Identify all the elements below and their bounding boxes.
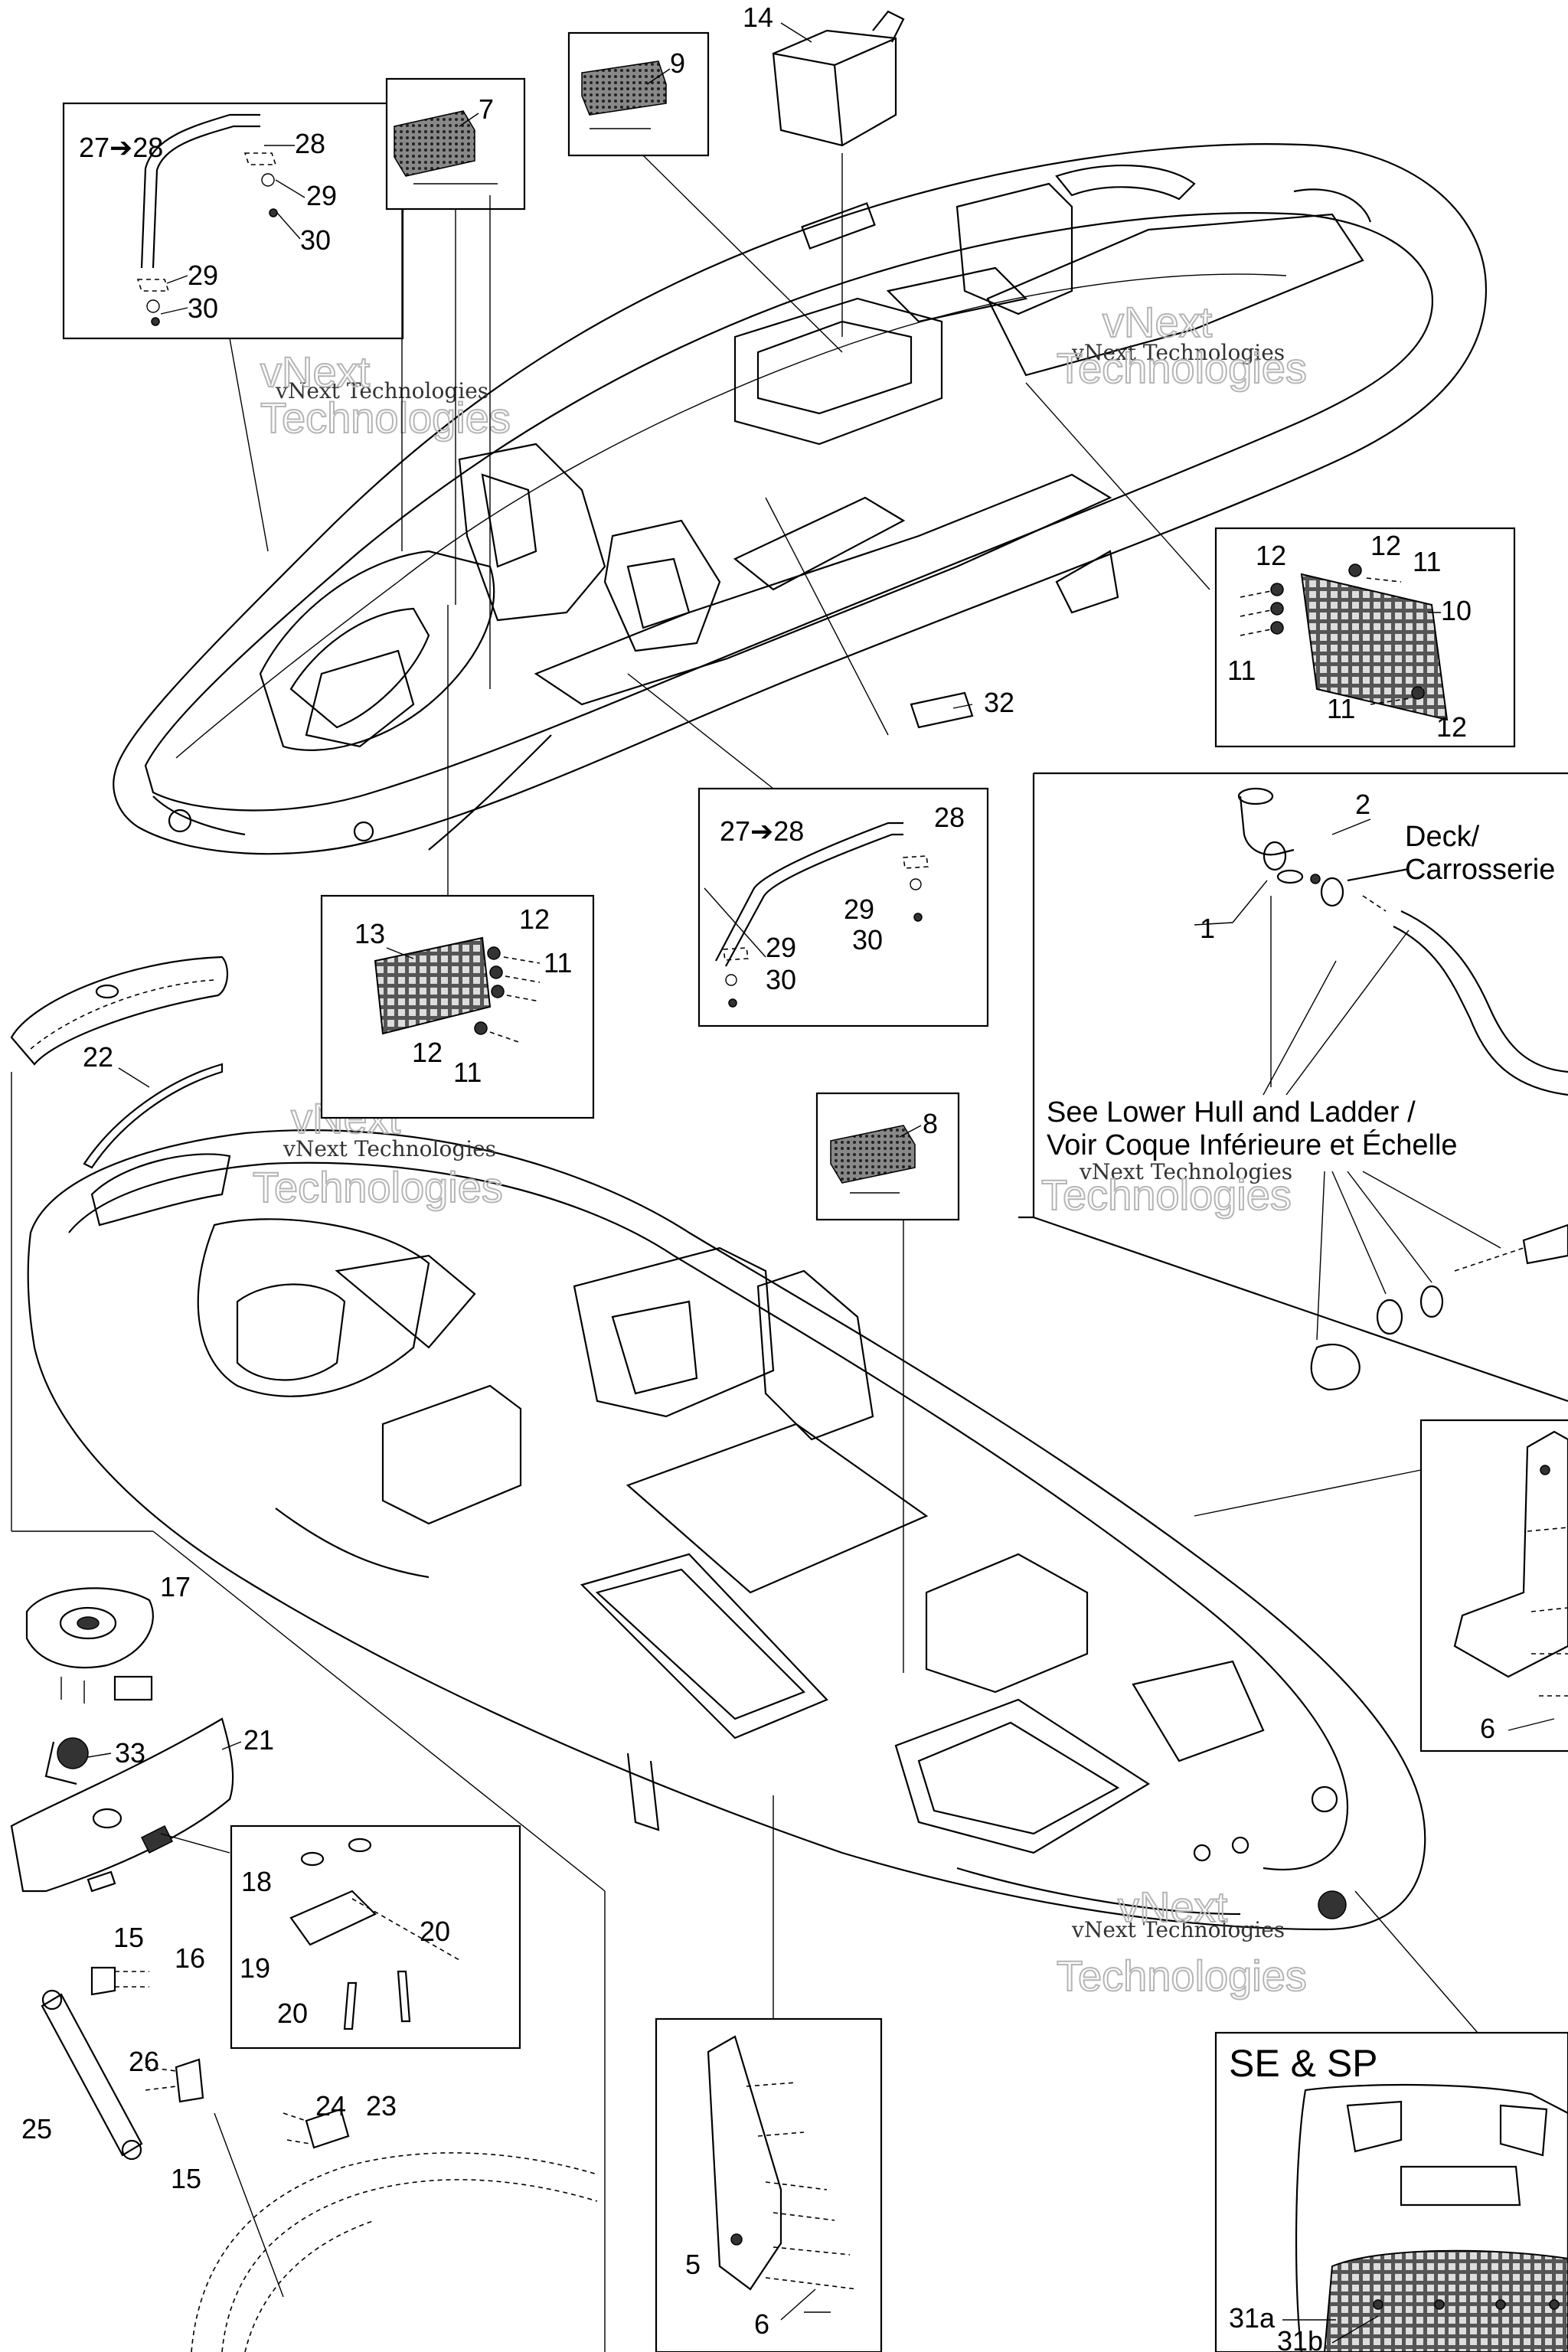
callout-24: 24: [315, 2090, 346, 2122]
deck-label-en: Deck/: [1405, 821, 1480, 853]
callout-11: 11: [1327, 693, 1355, 724]
callout-18: 18: [241, 1866, 272, 1897]
callout-15: 15: [113, 1922, 144, 1953]
callout-30: 30: [188, 292, 218, 324]
callout-30: 30: [300, 224, 331, 256]
fasteners: [1240, 564, 1425, 705]
callout-31a: 31a: [1229, 2302, 1276, 2334]
svg-text:Technologies: Technologies: [1057, 1952, 1307, 2000]
callout-29: 29: [188, 260, 218, 291]
part-22-label: 22: [83, 1041, 150, 1088]
callout-31b: 31b: [1277, 2325, 1323, 2352]
callout-29: 29: [306, 180, 337, 211]
svg-text:vNext Technologies: vNext Technologies: [1079, 1159, 1292, 1184]
inset-mesh-panel-13: 13 12 11 12 11: [320, 894, 595, 1119]
svg-text:vNext Technologies: vNext Technologies: [275, 378, 488, 403]
callout-29: 29: [844, 893, 874, 925]
callout-27-28: 27➔28: [79, 132, 163, 163]
upper-deck-drawing: [113, 143, 1488, 855]
svg-text:vNext Technologies: vNext Technologies: [1071, 340, 1285, 365]
callout-12: 12: [519, 903, 550, 935]
svg-text:vNext Technologies: vNext Technologies: [283, 1136, 496, 1161]
inset-part-9: 9: [567, 31, 710, 157]
drain-hose-assembly: 1 2 Deck/ Carrosserie See Lower Hull and…: [1018, 772, 1568, 1403]
speaker-part-17: 17 33: [25, 1571, 191, 1785]
callout-10: 10: [1441, 595, 1472, 626]
inset-part-7: 7: [385, 77, 526, 211]
callout-11: 11: [1413, 546, 1441, 577]
callout-9: 9: [670, 47, 685, 79]
callout-23: 23: [366, 2090, 397, 2122]
callout-11: 11: [1227, 655, 1256, 686]
inset-bracket-6-right: 6: [1419, 1419, 1568, 1753]
svg-text:Technologies: Technologies: [260, 394, 511, 442]
part-32: 32: [952, 687, 1014, 718]
hatch-part-21: 21: [10, 1717, 274, 1893]
callout-8: 8: [923, 1108, 938, 1139]
callout-25: 25: [21, 2113, 52, 2145]
callout-21: 21: [243, 1724, 274, 1756]
callout-27-28: 27➔28: [720, 815, 804, 847]
callout-20: 20: [420, 1916, 450, 1947]
inset-bracket-5: 5 6: [655, 2017, 883, 2352]
strut-25: 15 16 25 26 15: [21, 1922, 205, 2194]
callout-30: 30: [766, 964, 796, 995]
svg-text:vNext: vNext: [1118, 1883, 1228, 1931]
svg-text:Technologies: Technologies: [1057, 344, 1307, 392]
inset-handle-top-left: 27➔28 28 29 30 29 30: [62, 102, 404, 340]
callout-6: 6: [1480, 1713, 1495, 1744]
svg-text:vNext Technologies: vNext Technologies: [1071, 1917, 1285, 1942]
callout-15: 15: [171, 2163, 201, 2194]
lower-hull-drawing: [27, 1129, 1426, 1931]
callout-33: 33: [115, 1737, 145, 1769]
deck-label-fr: Carrosserie: [1405, 854, 1555, 886]
inset-handle-middle: 27➔28 28 29 30 29 30: [697, 787, 989, 1027]
callout-32: 32: [984, 687, 1014, 718]
callout-12: 12: [412, 1037, 443, 1068]
callout-11: 11: [453, 1057, 482, 1088]
svg-text:vNext: vNext: [1102, 298, 1213, 346]
callout-26: 26: [129, 2046, 159, 2077]
callout-14: 14: [743, 2, 773, 33]
svg-text:vNext: vNext: [260, 348, 371, 396]
callout-28: 28: [295, 128, 325, 159]
callout-28: 28: [934, 802, 965, 833]
inset-part-8: 8: [815, 1092, 960, 1221]
inset-rivets-18-20: 18 19 20 20: [230, 1824, 521, 2050]
callout-22: 22: [83, 1041, 113, 1073]
callout-29: 29: [766, 932, 796, 963]
callout-12: 12: [1370, 530, 1401, 561]
callout-12: 12: [1256, 540, 1286, 571]
callout-6: 6: [754, 2308, 769, 2340]
callout-17: 17: [160, 1571, 191, 1602]
callout-11: 11: [544, 947, 572, 978]
variant-label: SE & SP: [1229, 2042, 1378, 2085]
callout-2: 2: [1355, 789, 1370, 820]
callout-13: 13: [354, 918, 385, 949]
callout-12: 12: [1436, 711, 1467, 743]
see-lower-hull-fr: Voir Coque Inférieure et Échelle: [1047, 1129, 1458, 1161]
svg-text:Technologies: Technologies: [1041, 1171, 1292, 1219]
inset-se-sp: SE & SP 31a 31b: [1214, 2031, 1568, 2352]
inset-mesh-panel-10: 12 12 11 10 11 11 12: [1214, 527, 1516, 748]
leader-lines: [11, 153, 1478, 2352]
callout-20: 20: [277, 1998, 308, 2029]
lid-part: [10, 956, 228, 1169]
callout-30: 30: [852, 924, 883, 956]
see-lower-hull-en: See Lower Hull and Ladder /: [1047, 1096, 1416, 1129]
callout-7: 7: [479, 93, 494, 125]
cooler-part-14: 14: [743, 2, 905, 147]
callout-1: 1: [1200, 913, 1215, 944]
callout-19: 19: [240, 1952, 270, 1984]
callout-16: 16: [175, 1942, 205, 1974]
callout-5: 5: [685, 2249, 701, 2280]
svg-text:Technologies: Technologies: [253, 1163, 503, 1211]
hinge-23-24: 24 23: [191, 2090, 598, 2352]
